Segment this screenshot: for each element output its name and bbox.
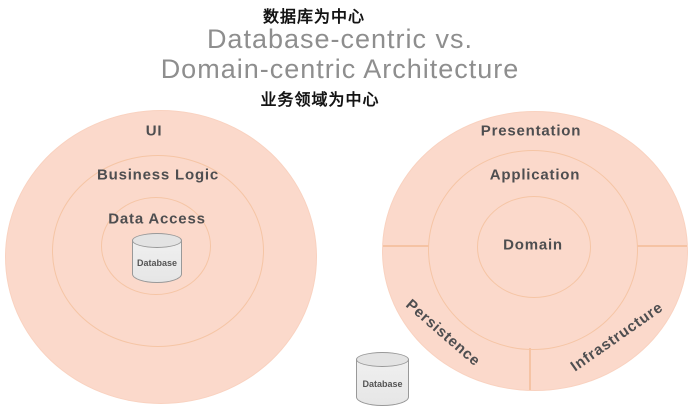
right-ring-label-presentation: Presentation	[480, 122, 582, 140]
right-ring-label-application: Application	[489, 166, 581, 184]
right-sector-divider-left	[383, 245, 429, 247]
right-database-label: Database	[362, 379, 403, 390]
database-icon-top	[356, 352, 409, 367]
right-ring-label-domain: Domain	[503, 236, 563, 254]
left-middle-ring	[52, 155, 264, 347]
right-sector-divider-bottom	[529, 348, 531, 390]
subtitle-database-centric-zh: 数据库为中心	[262, 9, 366, 26]
database-icon: Database	[132, 233, 182, 283]
left-ring-label-business-logic: Business Logic	[96, 166, 220, 184]
database-icon: Database	[356, 352, 409, 406]
database-icon-top	[132, 233, 182, 248]
subtitle-domain-centric-zh: 业务领域为中心	[260, 92, 380, 109]
page-title-line-1: Database-centric vs.	[206, 24, 474, 54]
left-ring-label-data-access: Data Access	[108, 210, 206, 228]
page-title-line-2: Domain-centric Architecture	[160, 54, 520, 84]
right-sector-divider-right	[637, 245, 687, 247]
right-inner-ring	[477, 196, 591, 298]
left-database-label: Database	[136, 258, 178, 268]
left-ring-label-ui: UI	[145, 122, 163, 140]
left-inner-ring	[101, 197, 211, 295]
page-title: Database-centric vs. Domain-centric Arch…	[161, 24, 520, 84]
right-middle-ring	[428, 150, 638, 350]
